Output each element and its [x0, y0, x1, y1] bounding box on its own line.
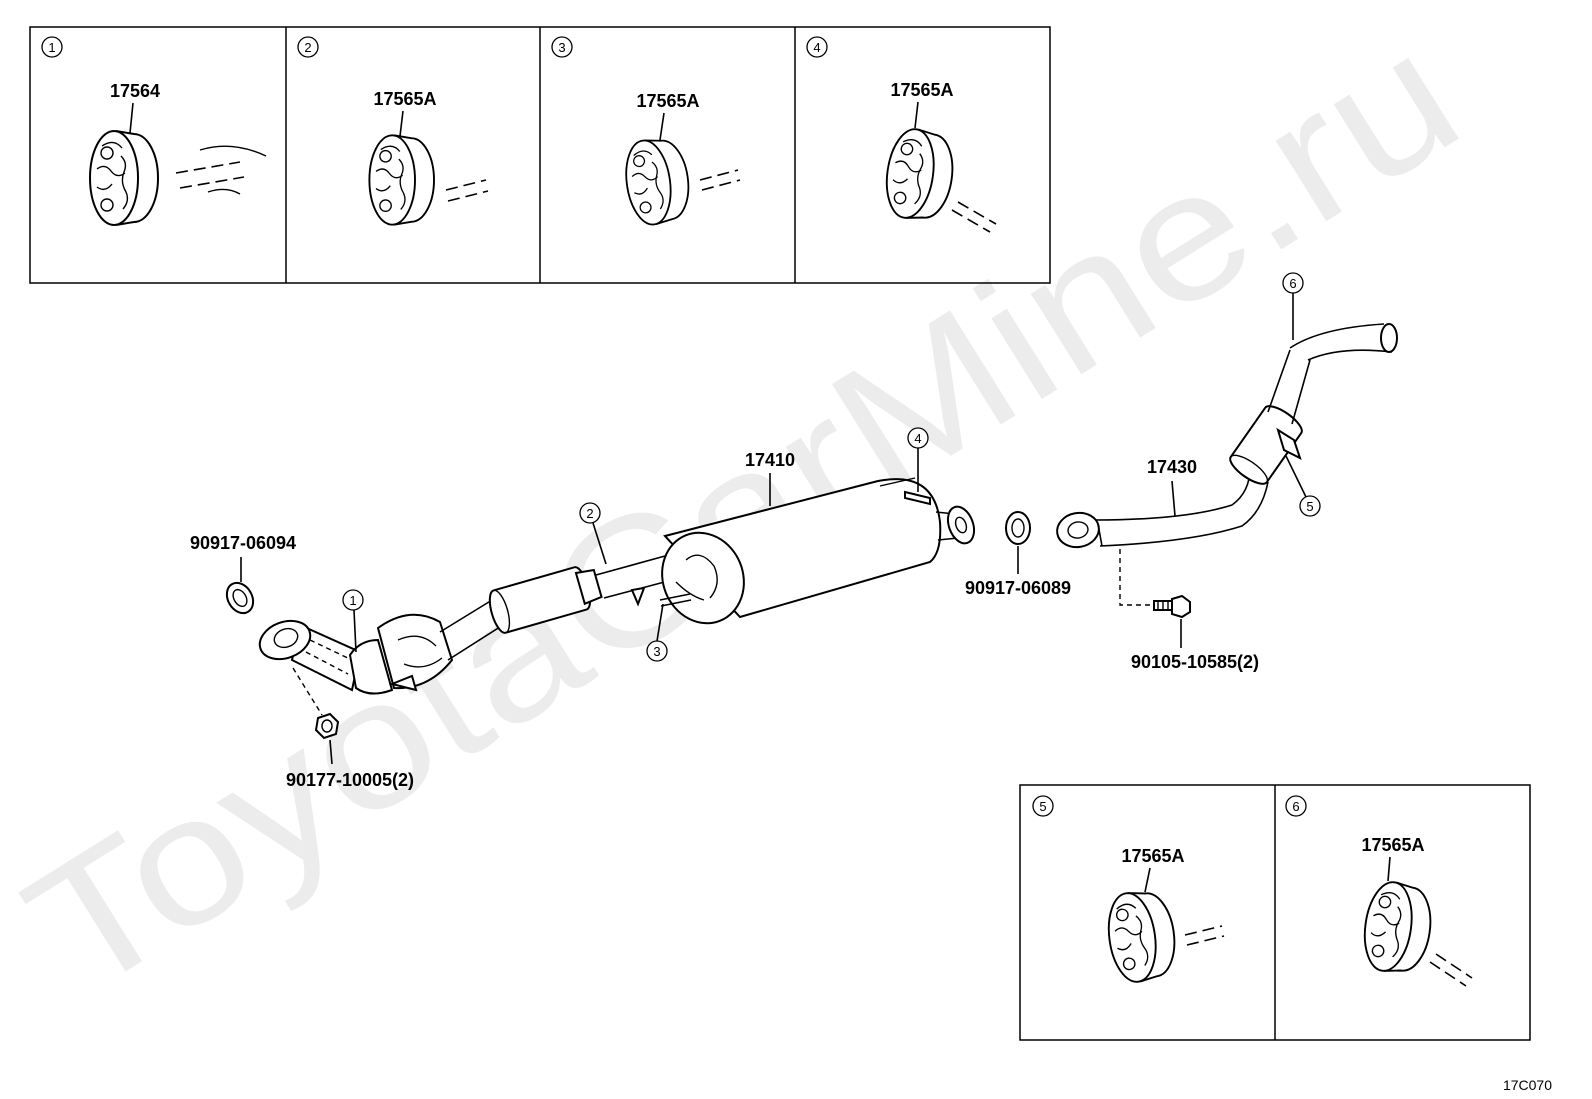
hanger-pin — [445, 179, 487, 191]
detail-panel-6: 6 17565A — [1285, 795, 1473, 987]
detail-panel-index: 3 — [558, 40, 565, 55]
callout-number: 2 — [586, 506, 593, 521]
tail-pipe: 17430 — [1056, 323, 1398, 549]
rear-gasket: 90917-06089 — [965, 511, 1071, 598]
detail-panel-1: 1 17564 — [41, 36, 267, 226]
callout-2: 2 — [579, 502, 607, 565]
catalytic-converter — [488, 566, 603, 634]
detail-panel-index: 6 — [1292, 799, 1299, 814]
exhaust-hanger-icon — [1358, 878, 1437, 978]
callout-number: 4 — [914, 431, 921, 446]
hanger-pin — [175, 161, 241, 174]
part-number-front-gasket: 90917-06094 — [190, 533, 296, 553]
exhaust-assembly: 90917-06094 90177-10005(2) — [190, 272, 1398, 790]
callout-number: 3 — [653, 644, 660, 659]
exhaust-hanger-icon — [620, 134, 695, 229]
callout-6: 6 — [1282, 272, 1304, 340]
detail-part-number: 17565A — [1361, 835, 1424, 855]
hanger-pin — [1429, 961, 1467, 987]
callout-4: 4 — [907, 427, 929, 492]
callout-1: 1 — [342, 589, 364, 653]
callout-3: 3 — [646, 593, 692, 662]
detail-panel-index: 2 — [304, 40, 311, 55]
exhaust-hanger-icon — [1102, 886, 1181, 986]
intermediate-pipe — [595, 555, 666, 576]
callout-number: 5 — [1306, 499, 1313, 514]
front-flange-nut: 90177-10005(2) — [286, 667, 414, 790]
rear-flange-bolt: 90105-10585(2) — [1119, 549, 1259, 672]
part-number-front-nut: 90177-10005(2) — [286, 770, 414, 790]
part-number-center-pipe: 17410 — [745, 450, 795, 470]
part-number-rear-gasket: 90917-06089 — [965, 578, 1071, 598]
detail-part-number: 17565A — [890, 80, 953, 100]
exhaust-hanger-icon — [880, 125, 959, 225]
top-detail-panels: 1 17564 2 17565A 3 17565A — [29, 26, 1051, 284]
detail-panel-4: 4 17565A — [806, 36, 997, 233]
detail-panel-index: 1 — [48, 40, 55, 55]
part-number-tail-pipe: 17430 — [1147, 457, 1197, 477]
exhaust-hanger-icon — [368, 134, 435, 226]
center-muffler: 17410 — [661, 450, 976, 625]
detail-panel-index: 4 — [813, 40, 820, 55]
detail-part-number: 17565A — [373, 89, 436, 109]
diagram-code: 17C070 — [1503, 1077, 1552, 1093]
detail-part-number: 17565A — [636, 91, 699, 111]
detail-panel-index: 5 — [1039, 799, 1046, 814]
bottom-detail-panels: 5 17565A 6 17565A — [1019, 784, 1531, 1041]
detail-part-number: 17564 — [110, 81, 160, 101]
part-number-rear-bolt: 90105-10585(2) — [1131, 652, 1259, 672]
front-gasket: 90917-06094 — [190, 533, 296, 615]
front-exhaust-pipe — [258, 596, 504, 695]
callout-5: 5 — [1285, 455, 1321, 517]
hanger-pin — [951, 209, 991, 233]
exhaust-hanger-icon — [89, 130, 159, 226]
hanger-pin — [1184, 925, 1223, 936]
detail-panel-2: 2 17565A — [297, 36, 489, 226]
detail-panel-3: 3 17565A — [551, 36, 741, 229]
callout-number: 6 — [1289, 276, 1296, 291]
hanger-pin — [699, 169, 739, 181]
detail-part-number: 17565A — [1121, 846, 1184, 866]
callout-number: 1 — [349, 593, 356, 608]
detail-panel-5: 5 17565A — [1032, 795, 1225, 986]
